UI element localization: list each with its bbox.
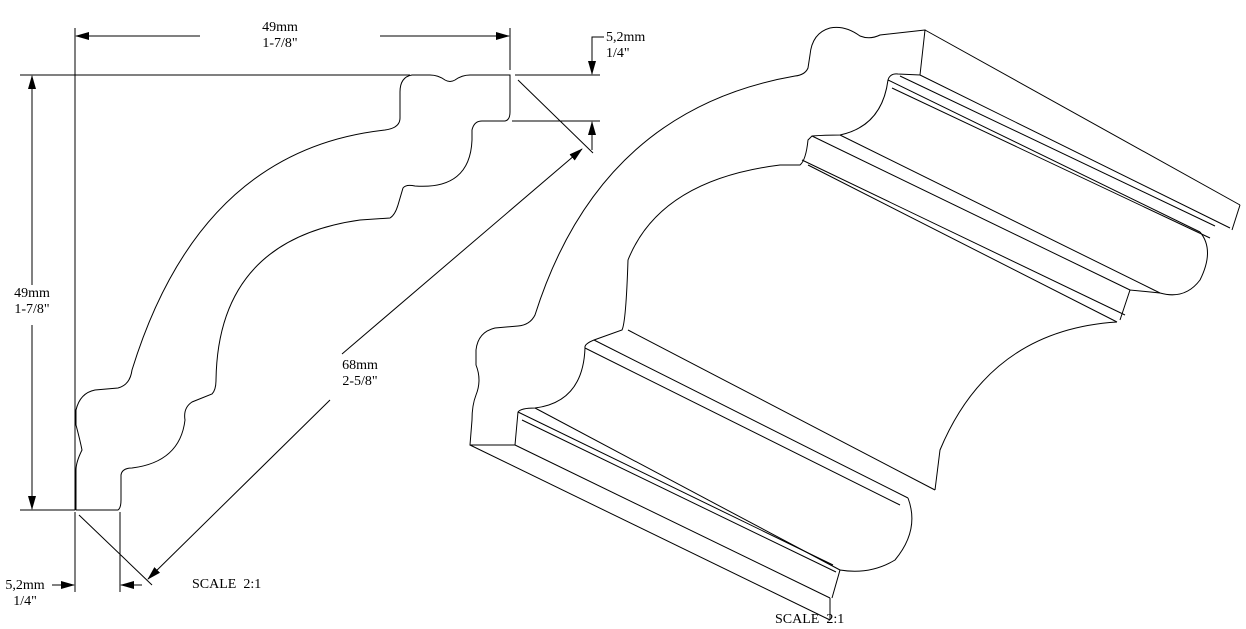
bottom-offset-mm-label: 5,2mm xyxy=(5,578,45,593)
profile-outline xyxy=(75,74,511,511)
top-offset-inch-label: 1/4" xyxy=(606,46,630,61)
top-offset-mm-label: 5,2mm xyxy=(606,30,646,45)
bottom-offset-dimension: 5,2mm 1/4" xyxy=(0,578,50,610)
height-inch-label: 1-7/8" xyxy=(14,302,50,317)
diagonal-dimension: 68mm 2-5/8" xyxy=(330,358,390,390)
diagonal-arrow-down xyxy=(147,399,331,580)
width-dimension: 49mm 1-7/8" xyxy=(245,20,315,52)
top-offset-dimension: 5,2mm 1/4" xyxy=(606,30,666,62)
height-mm-label: 49mm xyxy=(14,286,50,301)
bottom-offset-inch-label: 1/4" xyxy=(13,594,37,609)
width-inch-label: 1-7/8" xyxy=(262,36,298,51)
iso-scale-label: SCALE 2:1 xyxy=(775,612,845,627)
diagonal-arrow-up xyxy=(341,148,583,355)
width-mm-label: 49mm xyxy=(262,20,298,35)
height-dimension: 49mm 1-7/8" xyxy=(2,286,62,318)
bottom-diagonal-line xyxy=(78,514,153,586)
diagonal-mm-label: 68mm xyxy=(342,358,378,373)
top-diagonal-line xyxy=(517,79,594,154)
top-offset-arrow xyxy=(588,36,604,75)
profile-scale-label: SCALE 2:1 xyxy=(192,577,262,592)
isometric-moulding xyxy=(469,26,1241,621)
diagonal-inch-label: 2-5/8" xyxy=(342,374,378,389)
